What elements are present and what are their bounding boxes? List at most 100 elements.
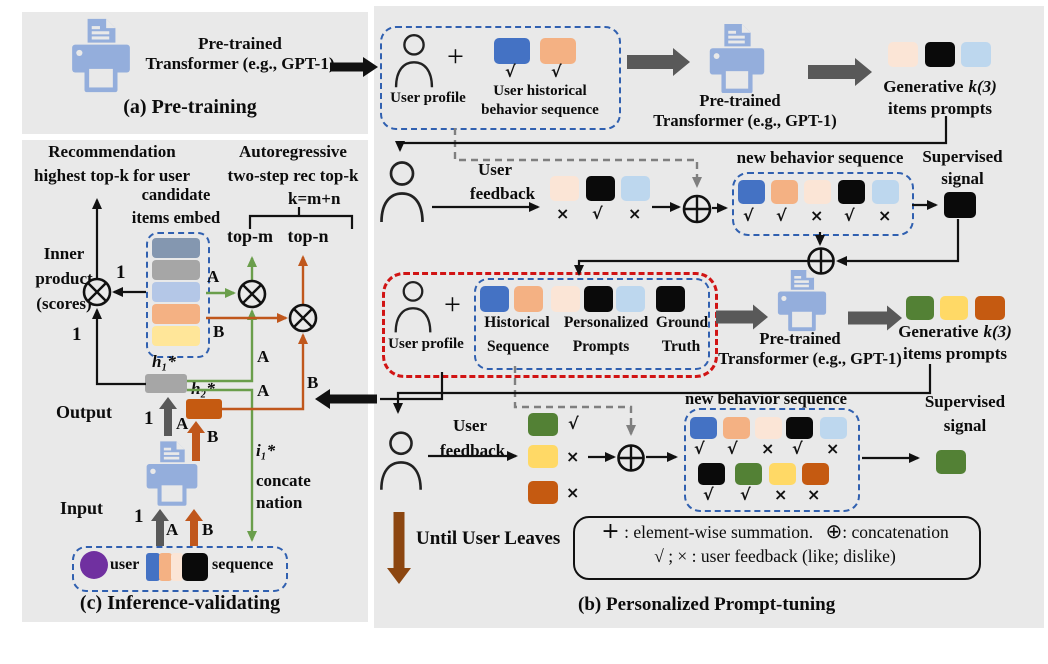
item-square <box>723 417 750 439</box>
item-square <box>182 553 208 581</box>
feedback-mark: × <box>826 439 840 458</box>
prompt-square <box>528 481 558 504</box>
prompt-square <box>940 296 968 320</box>
transformer1-label-line1: Pre-trained <box>699 91 781 110</box>
step-a-label: A <box>257 347 270 366</box>
feedback-mark: √ <box>592 204 603 223</box>
i1-label: i₁* <box>256 441 276 460</box>
user-feedback-label-line2: feedback <box>439 441 506 460</box>
feedback-mark: × <box>810 206 824 225</box>
feedback-mark: × <box>556 204 570 223</box>
ground-truth-label-line1: Ground <box>655 314 709 331</box>
embed-square <box>152 304 200 324</box>
prompt-square <box>621 176 650 201</box>
prompt-square <box>925 42 955 67</box>
k3-label: k(3) <box>968 77 997 96</box>
legend-box <box>573 516 981 580</box>
candidate-embed-box <box>146 232 210 358</box>
user-feedback-label-line1: User <box>453 416 487 435</box>
k3-label: k(3) <box>983 322 1012 341</box>
step-b-label: B <box>207 427 219 446</box>
feedback-mark: √ <box>740 485 751 504</box>
candidate-label-line1: candidate <box>141 185 211 204</box>
item-square <box>690 417 717 439</box>
ground-truth-label-line2: Truth <box>661 338 701 355</box>
item-square <box>584 286 613 312</box>
item-square <box>786 417 813 439</box>
transformer2-label-line2: Transformer (e.g., GPT-1) <box>718 349 902 368</box>
autoregressive-label-line1: Autoregressive <box>239 142 347 161</box>
prompt-square <box>888 42 918 67</box>
user-label: user <box>110 556 140 573</box>
feedback-mark: × <box>628 204 642 223</box>
feedback-mark: √ <box>694 439 705 458</box>
h1-hidden-state <box>145 374 187 393</box>
printer-icon <box>705 24 769 94</box>
feedback-mark: × <box>807 485 821 504</box>
feedback-mark: × <box>761 439 775 458</box>
historical-label-line1: Historical <box>484 314 550 331</box>
h2-label: h₂* <box>191 379 215 398</box>
feedback-mark: √ <box>743 206 754 225</box>
k-equation-label: k=m+n <box>288 189 341 208</box>
item-square <box>551 286 580 312</box>
transformer2-label-line1: Pre-trained <box>759 329 841 348</box>
top-n-label: top-n <box>287 226 329 246</box>
weight-one-label: 1 <box>72 324 82 345</box>
feedback-mark: √ <box>505 62 516 81</box>
step-b-label: B <box>307 373 319 392</box>
supervised-signal-square <box>944 192 976 218</box>
user-historical-label-line1: User historical <box>493 83 587 99</box>
autoregressive-label-line2: two-step rec top-k <box>227 166 359 185</box>
plus-symbol: + <box>601 519 620 544</box>
item-square <box>738 180 765 204</box>
supervised-signal-label-line2: signal <box>943 416 987 435</box>
generative-word: Generative <box>898 322 979 341</box>
inner-product-label-line1: Inner <box>43 244 85 263</box>
feedback-mark: × <box>878 206 892 225</box>
candidate-label-line2: items embed <box>131 208 221 227</box>
user-historical-label-line2: behavior sequence <box>481 102 599 118</box>
legend-concat-text: : concatenation <box>842 522 949 542</box>
legend-line2: √ ; × : user feedback (like; dislike) <box>654 546 896 566</box>
supervised-signal-square <box>936 450 966 474</box>
item-square <box>735 463 762 485</box>
item-square <box>820 417 847 439</box>
item-square <box>755 417 782 439</box>
recommendation-label-line2: highest top-k for user <box>34 166 190 185</box>
embed-square <box>152 282 200 302</box>
item-square <box>171 553 183 581</box>
weight-one-label: 1 <box>134 506 144 527</box>
concatenation-label-line1: concate <box>256 471 311 490</box>
h1-label: h₁* <box>152 352 176 371</box>
embed-square <box>152 260 200 280</box>
item-square <box>838 180 865 204</box>
feedback-mark: √ <box>792 439 803 458</box>
plus-symbol: + <box>444 288 461 321</box>
feedback-mark: √ <box>727 439 738 458</box>
legend-line1: + : element-wise summation. ⊕: concatena… <box>573 519 977 544</box>
item-square <box>494 38 530 64</box>
circled-plus-icon: ⊕ <box>825 519 843 543</box>
panel-a-background <box>22 12 368 134</box>
pretrained-label-line1: Pre-trained <box>198 34 282 53</box>
prompt-square <box>528 445 558 468</box>
panel-a-caption: (a) Pre-training <box>123 96 257 118</box>
step-a-label: A <box>207 267 220 286</box>
until-user-leaves-label: Until User Leaves <box>416 528 561 549</box>
item-square <box>802 463 829 485</box>
step-a-label: A <box>257 381 270 400</box>
printer-icon <box>143 441 201 507</box>
generative-prompts-label-line2: items prompts <box>902 344 1008 363</box>
person-icon <box>378 160 426 224</box>
prompt-square <box>550 176 579 201</box>
h2-hidden-state <box>186 399 222 419</box>
transformer1-label-line2: Transformer (e.g., GPT-1) <box>653 111 837 130</box>
feedback-mark: × <box>566 483 580 502</box>
prompt-square <box>586 176 615 201</box>
prompt-square <box>528 413 558 436</box>
inner-product-label-line2: product <box>35 269 93 288</box>
input-sequence-box <box>72 546 288 592</box>
